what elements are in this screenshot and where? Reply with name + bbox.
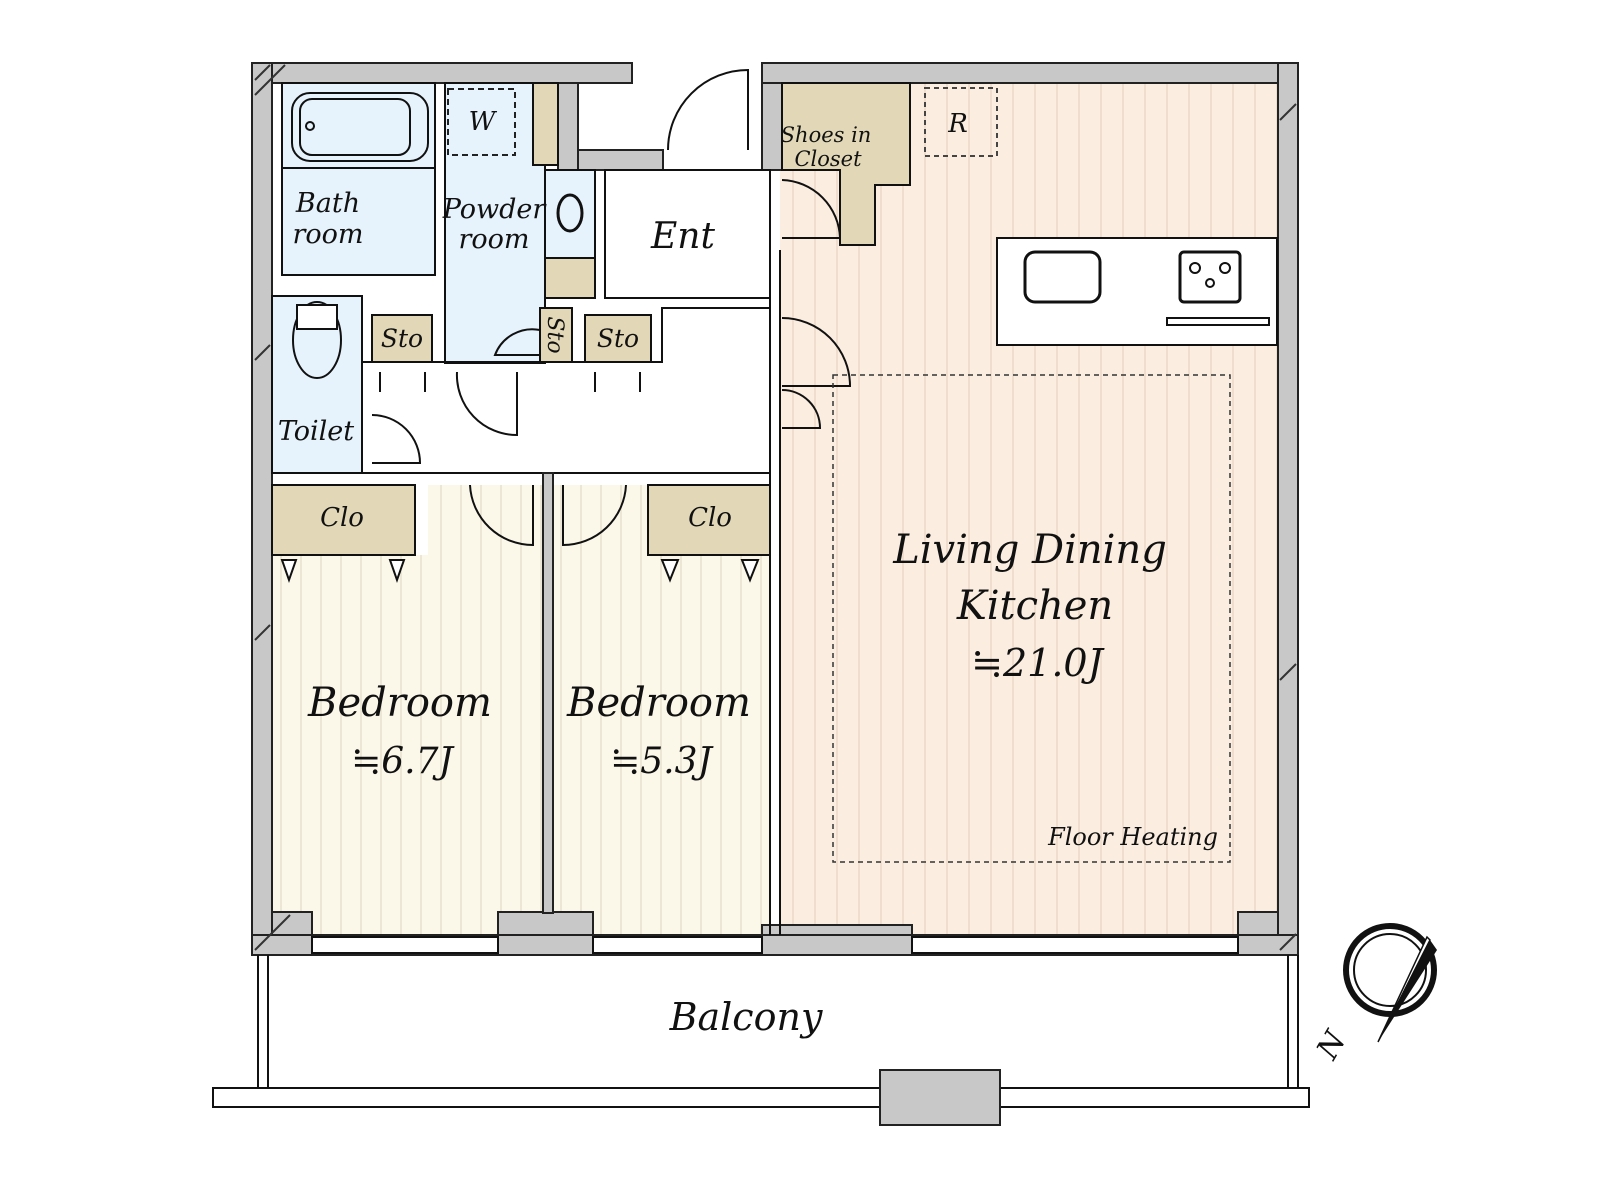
bedroom2-label: Bedroom bbox=[566, 680, 751, 726]
bedroom1-floor bbox=[272, 555, 543, 935]
bedroom2-floor bbox=[553, 555, 770, 935]
balcony-label: Balcony bbox=[669, 995, 823, 1039]
washer-label: W bbox=[469, 107, 498, 137]
bath-label-2: room bbox=[292, 219, 363, 250]
bedroom1-label: Bedroom bbox=[307, 680, 492, 726]
closet-label-left: Clo bbox=[320, 503, 364, 533]
powder-label: Powder bbox=[442, 194, 548, 225]
shoes-closet-label-2: Closet bbox=[794, 147, 862, 171]
washer-space bbox=[447, 88, 516, 156]
shoes-closet-label: Shoes in bbox=[781, 123, 872, 147]
refrigerator-label: R bbox=[947, 109, 968, 139]
powder-room-area bbox=[444, 82, 546, 364]
floor-heating-label: Floor Heating bbox=[1047, 823, 1218, 851]
closet-right bbox=[647, 484, 771, 556]
closet-label-right: Clo bbox=[688, 503, 732, 533]
ldk-label: Living Dining bbox=[892, 527, 1167, 573]
walls bbox=[251, 62, 1299, 956]
sink-icon bbox=[556, 193, 584, 233]
kitchen-counter bbox=[996, 237, 1278, 346]
refrigerator-space bbox=[924, 87, 998, 157]
storage-label-2: Sto bbox=[597, 324, 639, 353]
powder-label-2: room bbox=[458, 224, 529, 255]
entrance-label: Ent bbox=[650, 216, 715, 257]
bedroom2-area: ≒5.3J bbox=[610, 741, 714, 782]
balcony bbox=[212, 955, 1310, 1126]
wall-hatching bbox=[254, 64, 1297, 951]
stove-icon bbox=[1178, 250, 1242, 304]
kitchen-sink-icon bbox=[1023, 250, 1102, 304]
ldk-area: ≒21.0J bbox=[971, 641, 1104, 685]
compass-icon bbox=[1343, 923, 1437, 1043]
storage-label-1: Sto bbox=[381, 324, 423, 353]
windows bbox=[311, 936, 1239, 954]
shoes-closet-area bbox=[781, 82, 911, 246]
toilet-icon bbox=[292, 301, 342, 379]
toilet-label: Toilet bbox=[278, 416, 354, 447]
bedroom1-area: ≒6.7J bbox=[351, 741, 455, 782]
bath-label: Bath bbox=[295, 188, 360, 219]
floor-heating-zone bbox=[832, 374, 1231, 863]
storage-label-3: Sto bbox=[542, 316, 567, 353]
ldk-label-2: Kitchen bbox=[956, 583, 1113, 629]
closet-left bbox=[271, 484, 416, 556]
bathtub bbox=[291, 92, 429, 162]
compass-north-label: N bbox=[1310, 1024, 1355, 1067]
